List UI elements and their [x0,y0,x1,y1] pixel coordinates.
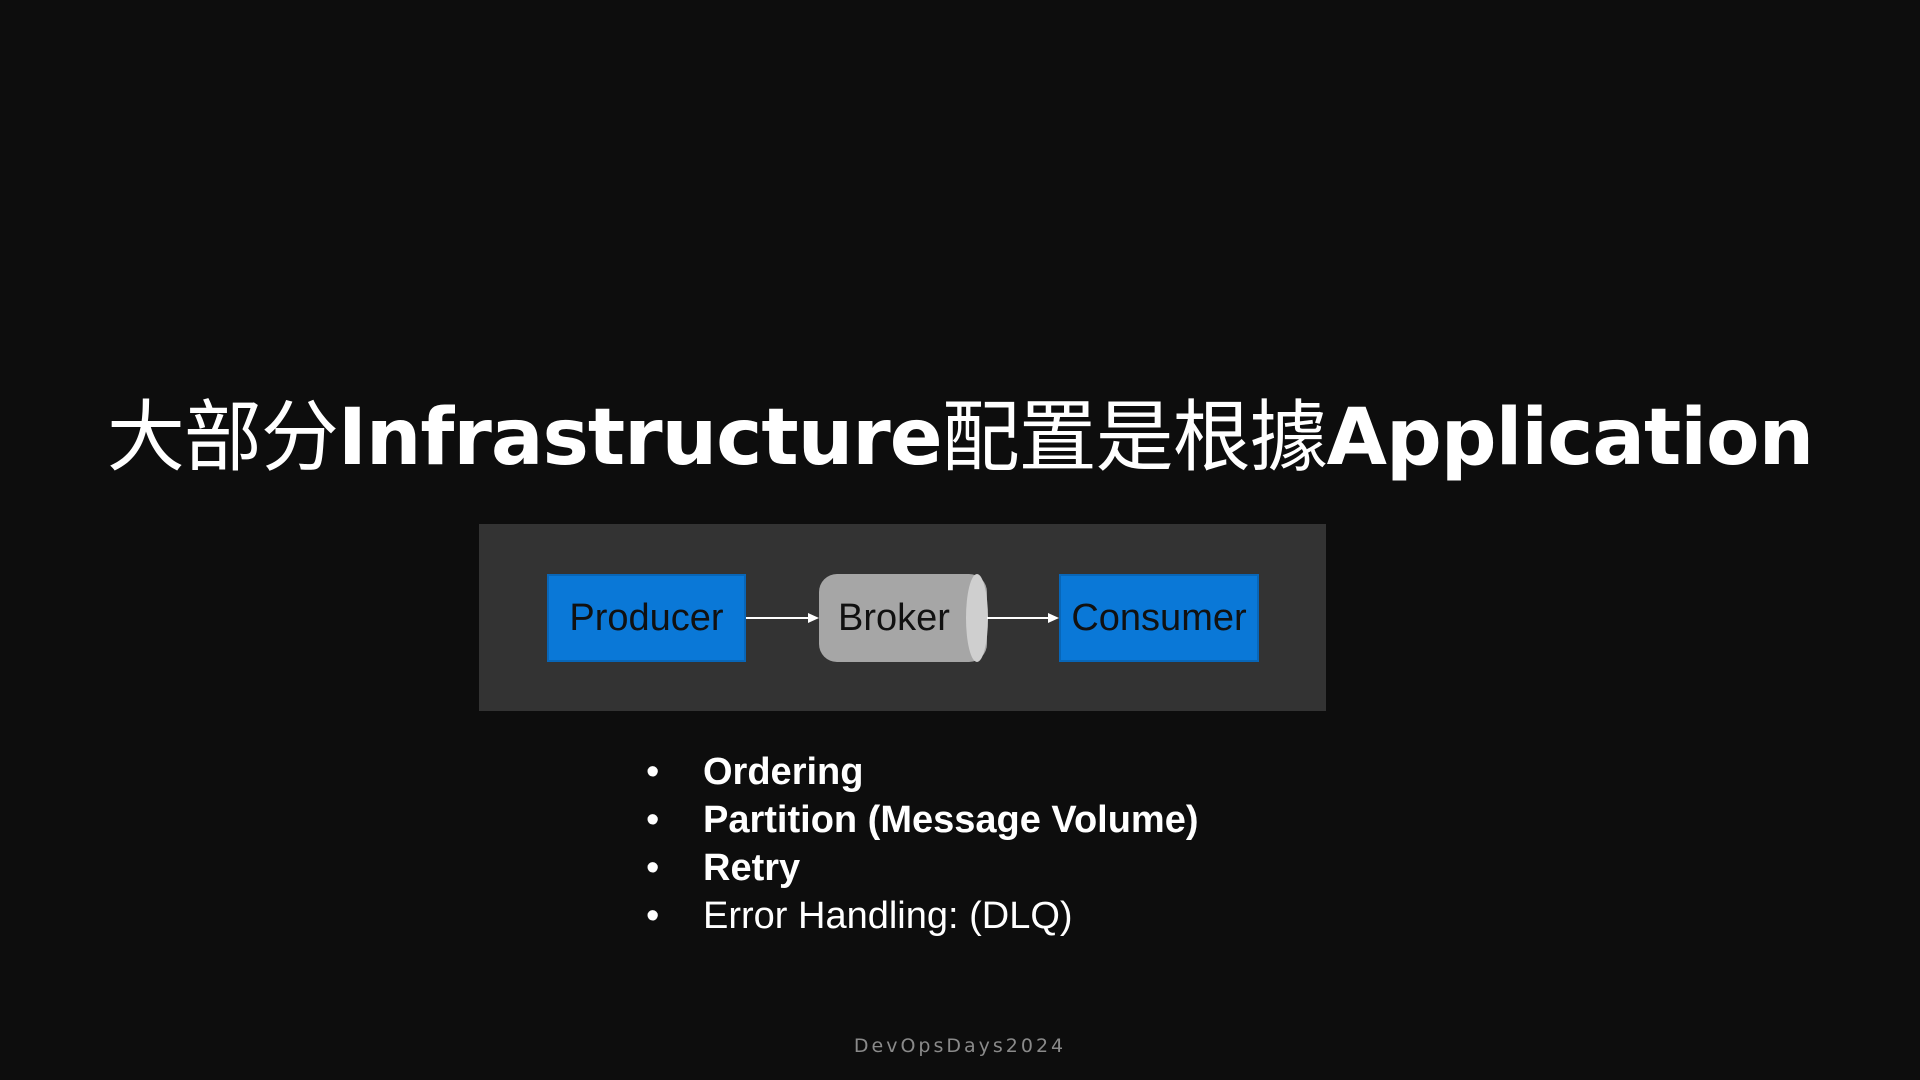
bullet-list: • Ordering • Partition (Message Volume) … [640,748,1199,940]
title-part-3: 配置是根據 [941,393,1328,483]
list-item: • Ordering [640,748,1199,796]
list-item: • Retry [640,844,1199,892]
title-part-1: 大部分 [106,393,339,483]
bullet-marker: • [646,847,660,889]
broker-node [819,574,987,662]
title-part-2: Infrastructure [337,393,943,483]
bullet-marker: • [646,751,660,793]
bullet-text: Partition (Message Volume) [703,799,1199,841]
bullet-marker: • [646,895,660,937]
broker-label: Broker [838,596,950,639]
list-item: • Error Handling: (DLQ) [640,892,1199,940]
bullet-marker: • [646,799,660,841]
list-item: • Partition (Message Volume) [640,796,1199,844]
broker-cylinder-cap [966,574,988,662]
title-part-4: Application [1326,393,1815,483]
slide-title: 大部分Infrastructure配置是根據Application [0,388,1920,488]
producer-node: Producer [547,574,746,662]
bullet-text: Ordering [703,751,864,793]
consumer-node: Consumer [1059,574,1259,662]
footer-text: DevOpsDays2024 [853,1035,1067,1057]
bullet-text: Retry [703,847,801,889]
bullet-text: Error Handling: (DLQ) [703,895,1073,937]
